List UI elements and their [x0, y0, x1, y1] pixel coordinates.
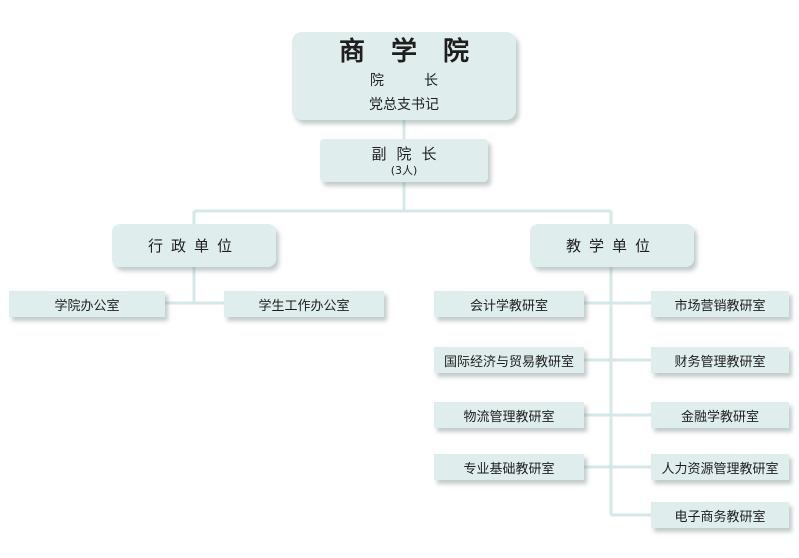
teaching-unit-foundation: 专业基础教研室: [434, 454, 584, 480]
teaching-units-box: 教学单位: [530, 224, 694, 267]
school-title: 商学院: [338, 37, 495, 67]
party-secretary-label: 党总支书记: [369, 97, 439, 113]
teaching-unit-finance: 金融学教研室: [651, 402, 789, 428]
vice-dean-label: 副院长: [371, 144, 447, 163]
teaching-unit-e-commerce: 电子商务教研室: [651, 502, 789, 528]
teaching-unit-accounting: 会计学教研室: [434, 291, 584, 317]
teaching-unit-financial-management: 财务管理教研室: [651, 347, 789, 373]
vice-dean-box: 副院长 (3人): [320, 139, 488, 182]
admin-unit-student-affairs: 学生工作办公室: [224, 291, 384, 317]
teaching-unit-hr-management: 人力资源管理教研室: [651, 454, 789, 480]
teaching-unit-logistics: 物流管理教研室: [434, 402, 584, 428]
teaching-unit-marketing: 市场营销教研室: [651, 291, 789, 317]
teaching-unit-international-trade: 国际经济与贸易教研室: [434, 347, 584, 373]
admin-unit-dean-office: 学院办公室: [9, 291, 165, 317]
dean-label: 院长: [370, 73, 478, 89]
dean-box: 商学院 院长 党总支书记: [292, 32, 516, 120]
vice-dean-count: (3人): [390, 163, 418, 177]
admin-units-box: 行政单位: [112, 224, 276, 267]
